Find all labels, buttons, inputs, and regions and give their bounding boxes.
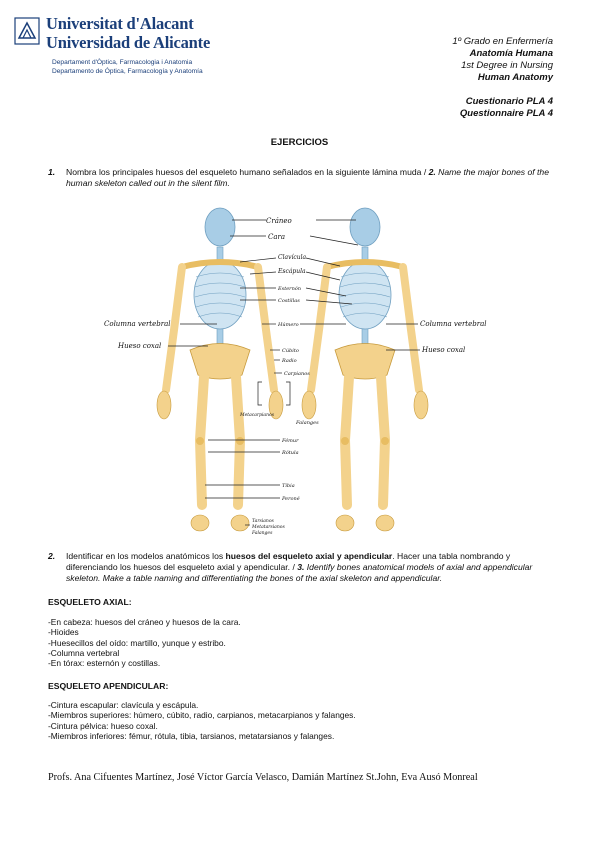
skeleton-back-view (302, 208, 428, 531)
label-femur: Fémur (281, 437, 299, 444)
course-degree-en: 1st Degree in Nursing (461, 60, 553, 71)
course-degree-es: 1º Grado en Enfermería (452, 36, 553, 47)
question-2-en-number: 3. (297, 562, 305, 572)
course-subject-en: Human Anatomy (477, 72, 553, 83)
label-carpianos: Carpianos (284, 371, 310, 377)
university-name-spanish: Universidad de Alicante (46, 33, 211, 52)
apendicular-item: -Cintura pélvica: hueso coxal. (48, 720, 158, 731)
apendicular-item: -Miembros superiores: húmero, cúbito, ra… (48, 710, 356, 721)
label-costillas: Costillas (278, 298, 300, 304)
question-2-text-bold: huesos del esqueleto axial y apendicular (225, 551, 393, 561)
label-metacarpianos: Metacarpianos (239, 412, 275, 418)
label-clavicula: Clavícula (278, 254, 307, 261)
label-metatarsianos: Metatarsianos (251, 524, 285, 530)
university-name-valencian: Universitat d'Alacant (46, 14, 194, 33)
label-escapula: Escápula (277, 268, 306, 275)
label-falanges-mano: Falanges (295, 420, 319, 426)
apendicular-heading: ESQUELETO APENDICULAR: (48, 681, 169, 691)
label-columna-back: Columna vertebral (420, 320, 487, 328)
question-1-en-number: 2. (428, 167, 436, 177)
skeleton-front-view (157, 208, 283, 531)
questionnaire-header: Cuestionario PLA 4 Questionnaire PLA 4 (460, 96, 553, 120)
department-name-spanish: Departamento de Óptica, Farmacología y A… (52, 68, 203, 75)
axial-item: -Huesecillos del oído: martillo, yunque … (48, 637, 226, 648)
question-2-text: Identificar en los modelos anatómicos lo… (66, 551, 552, 584)
label-esternon: Esternón (277, 285, 301, 292)
label-humero: Húmero (277, 321, 299, 328)
apendicular-item: -Miembros inferiores: fémur, rótula, tib… (48, 730, 335, 741)
question-2-number: 2. (48, 551, 56, 561)
department-name-valencian: Departament d'Òptica, Farmacologia i Ana… (52, 59, 193, 66)
question-2-text-a: Identificar en los modelos anatómicos lo… (66, 551, 226, 561)
course-subject-es: Anatomía Humana (469, 48, 553, 59)
question-2-text-b: . Hacer una tabla nombrando y diferencia… (66, 551, 511, 572)
question-1-number: 1. (48, 167, 56, 177)
label-tibia: Tibia (282, 483, 295, 489)
label-cubito: Cúbito (282, 347, 299, 354)
university-logo: Universitat d'Alacant Universidad de Ali… (14, 14, 214, 84)
label-falanges-pie: Falanges (251, 530, 273, 536)
apendicular-item: -Cintura escapular: clavícula y escápula… (48, 700, 199, 710)
axial-item: -En cabeza: huesos del cráneo y huesos d… (48, 617, 241, 627)
question-1-text-es: Nombra los principales huesos del esquel… (66, 167, 429, 177)
course-header: 1º Grado en Enfermería Anatomía Humana 1… (452, 36, 553, 84)
label-craneo: Cráneo (266, 217, 292, 225)
label-hueso-coxal-back: Hueso coxal (421, 346, 465, 354)
footer-authors: Profs. Ana Cifuentes Martínez, José Víct… (48, 772, 478, 783)
question-2-text-en: Identify bones anatomical models of axia… (66, 562, 533, 583)
question-1-text-en: Name the major bones of the human skelet… (66, 167, 549, 188)
axial-item: -En tórax: esternón y costillas. (48, 658, 161, 669)
axial-heading: ESQUELETO AXIAL: (48, 597, 132, 607)
label-columna-front: Columna vertebral (104, 320, 171, 328)
label-perone: Peroné (281, 495, 300, 502)
label-rotula: Rótula (281, 449, 299, 456)
axial-item: -Columna vertebral (48, 647, 120, 658)
axial-list: -En cabeza: huesos del cráneo y huesos d… (48, 617, 241, 668)
skeleton-figure: Cráneo Cara Clavícula Escápula Esternón … (104, 200, 487, 536)
questionnaire-title-en: Questionnaire PLA 4 (459, 108, 553, 119)
question-1-text: Nombra los principales huesos del esquel… (66, 167, 552, 189)
label-radio: Radio (281, 358, 297, 364)
label-cara: Cara (268, 233, 285, 241)
label-tarsianos: Tarsianos (252, 518, 275, 524)
questionnaire-title-es: Cuestionario PLA 4 (465, 96, 553, 107)
axial-item: -Hioides (48, 627, 79, 638)
label-hueso-coxal-front: Hueso coxal (117, 342, 161, 350)
apendicular-list: -Cintura escapular: clavícula y escápula… (48, 700, 356, 741)
university-emblem-icon (14, 17, 40, 45)
page-title: EJERCICIOS (270, 137, 329, 148)
